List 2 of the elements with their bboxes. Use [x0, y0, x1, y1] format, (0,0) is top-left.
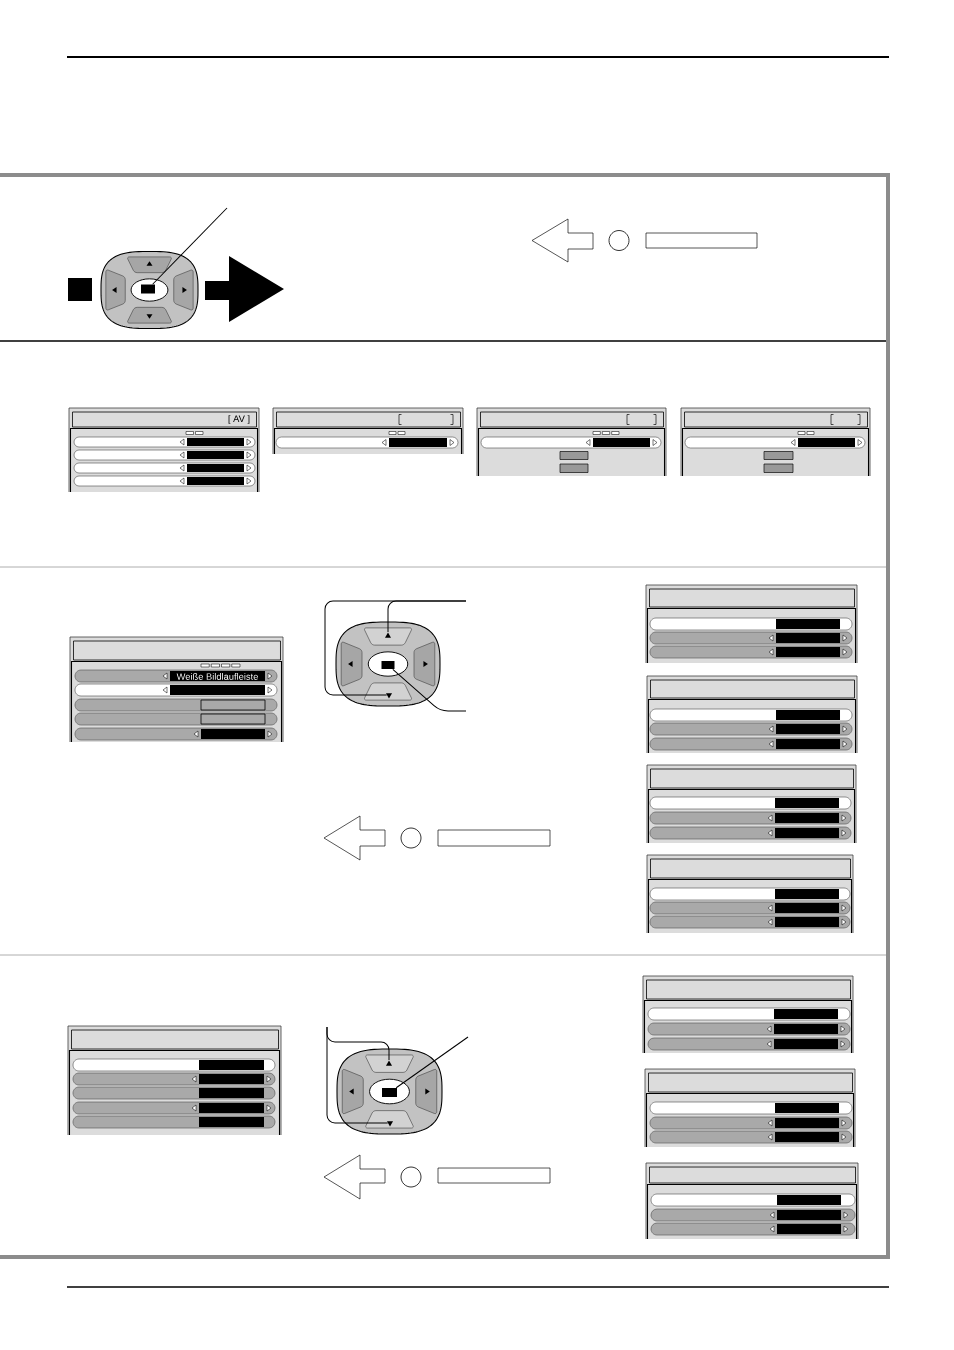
- menu-title: [ AV ]: [228, 415, 250, 424]
- option-value: Weiße Bildlaufleiste: [176, 673, 258, 680]
